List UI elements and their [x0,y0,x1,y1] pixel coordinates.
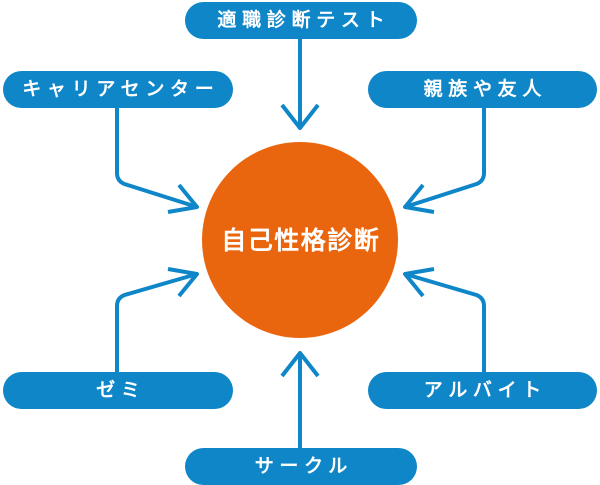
node-part-time-job: アルバイト [368,372,597,409]
node-label: キャリアセンター [22,78,220,100]
arrow-top-to-center-icon [280,38,320,130]
arrow-line [404,106,486,209]
arrow-bottom-to-center-icon [280,351,320,449]
center-node-label: 自己性格診断 [221,225,381,255]
arrow-line [115,272,198,372]
arrow-head [403,267,435,298]
node-family-friends: 親族や友人 [368,71,597,108]
node-label: 適職診断テスト [217,9,391,31]
arrow-top-right-to-center-icon [403,106,486,214]
node-career-center: キャリアセンター [3,71,233,108]
arrow-head [403,183,435,214]
node-label: サークル [254,455,353,477]
node-label: アルバイト [423,379,547,401]
node-aptitude-test: 適職診断テスト [185,2,417,39]
arrow-head [167,267,199,298]
center-node-self-personality-diagnosis: 自己性格診断 [202,142,398,338]
node-club-circle: サークル [185,448,417,485]
arrow-bottom-left-to-center-icon [115,267,199,372]
node-seminar: ゼミ [3,372,233,409]
arrow-line [404,272,486,372]
node-label: ゼミ [96,379,146,401]
arrow-head [167,183,199,214]
arrow-line [115,106,198,209]
node-label: 親族や友人 [423,78,548,100]
arrow-head [280,351,320,378]
arrow-top-left-to-center-icon [115,106,199,214]
arrow-bottom-right-to-center-icon [403,267,486,372]
arrow-head [280,103,320,130]
